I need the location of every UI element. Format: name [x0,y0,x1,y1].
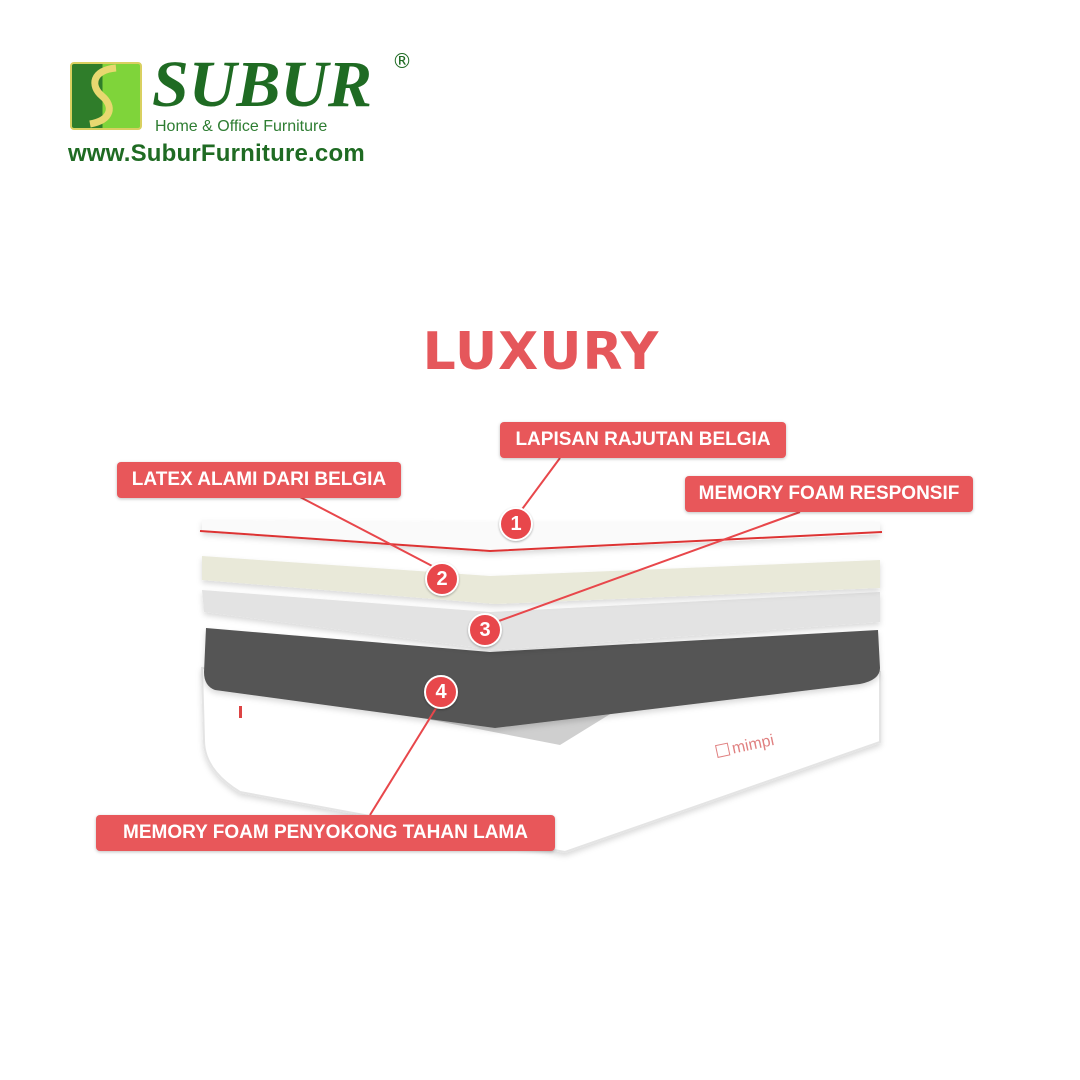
brand-tagline: Home & Office Furniture [155,118,328,135]
product-title: LUXURY [422,322,660,382]
layer-badge-3: 3 [468,613,502,647]
layer-badge-2: 2 [425,562,459,596]
brand-name: SUBUR [152,48,373,121]
website-link[interactable]: www.SuburFurniture.com [68,140,365,167]
layer-badge-4: 4 [424,675,458,709]
layer-4-support-foam [204,628,880,728]
layer-3-memory-foam [202,590,880,650]
subur-logo-icon [70,62,142,130]
layer-1-knit-cover [202,520,880,552]
leader-line-3 [495,511,801,623]
layer-label-1: LAPISAN RAJUTAN BELGIA [500,422,786,458]
mimpi-logo-icon [714,742,731,758]
cover-red-line [199,530,883,553]
mattress-base [200,666,881,854]
registered-mark: ® [392,49,412,73]
layer-badge-1: 1 [499,507,533,541]
layer-label-2: LATEX ALAMI DARI BELGIA [117,462,401,498]
base-tag [239,706,242,718]
layer-label-3: MEMORY FOAM RESPONSIF [685,476,973,512]
leader-line-4 [369,704,439,816]
layer-label-4: MEMORY FOAM PENYOKONG TAHAN LAMA [96,815,555,851]
layer-2-latex [202,556,880,604]
leader-line-1 [519,457,561,513]
leader-line-2 [299,496,437,569]
